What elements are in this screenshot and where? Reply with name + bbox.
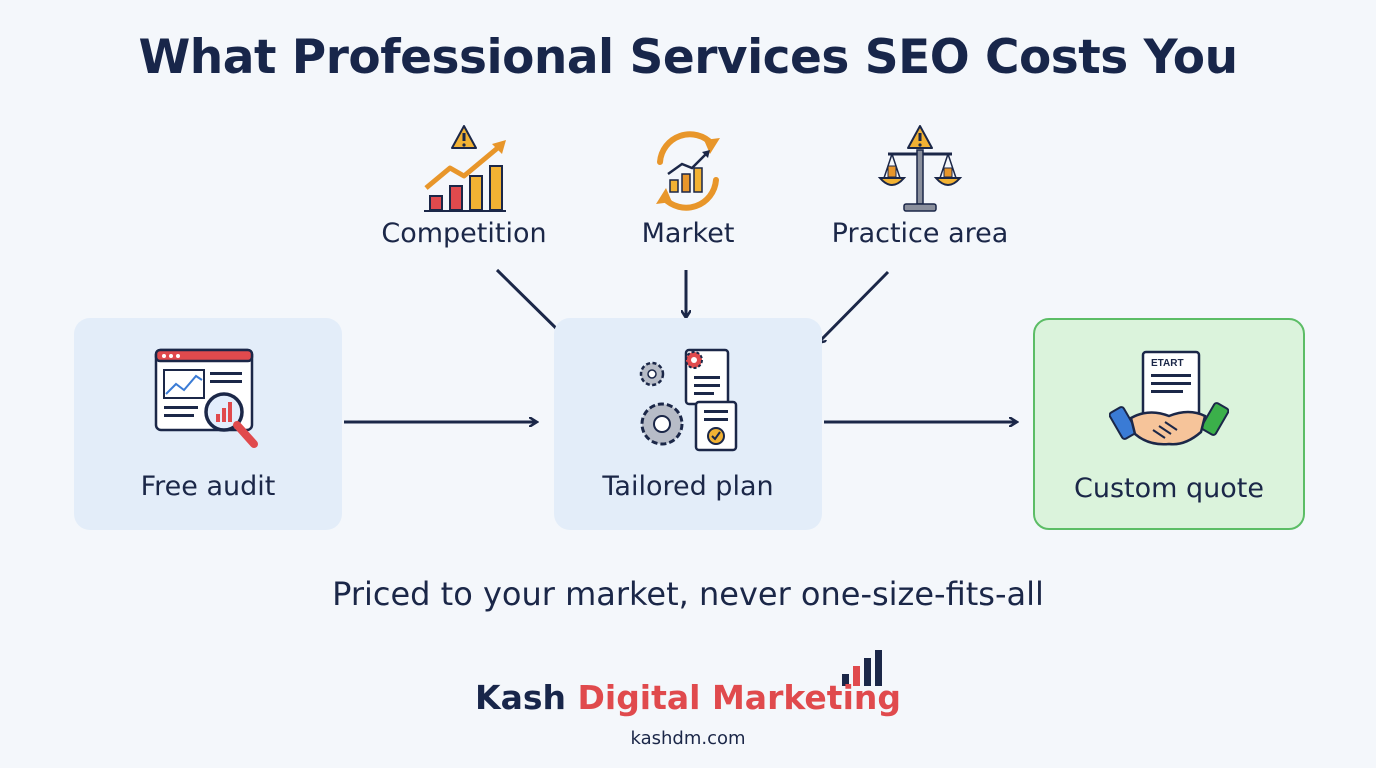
factor-practice-area: Practice area — [800, 122, 1040, 249]
factor-label: Practice area — [831, 218, 1009, 249]
signal-bars-icon — [842, 650, 882, 686]
factor-market: Market — [568, 122, 808, 249]
brand-logo: Kash Digital Marketing — [0, 678, 1376, 717]
step-tailored-plan: Tailored plan — [554, 318, 822, 530]
arrow-practice-to-plan — [818, 270, 890, 343]
step-label: Free audit — [140, 471, 276, 502]
factor-label: Market — [641, 218, 735, 249]
gears-documents-icon — [639, 348, 738, 452]
step-custom-quote: ETART Custom quote — [1033, 318, 1305, 530]
warning-scales-icon — [877, 125, 963, 212]
cycle-growth-chart-icon — [656, 131, 720, 211]
contract-text: ETART — [1151, 358, 1184, 369]
factor-label: Competition — [381, 218, 547, 249]
brand-name-part1: Kash — [475, 678, 566, 717]
step-label: Tailored plan — [602, 471, 774, 502]
step-label: Custom quote — [1074, 473, 1264, 504]
browser-magnifier-chart-icon — [154, 348, 258, 448]
step-free-audit: Free audit — [74, 318, 342, 530]
tagline: Priced to your market, never one-size-fi… — [332, 575, 1044, 613]
page-title: What Professional Services SEO Costs You — [138, 30, 1238, 85]
handshake-contract-icon: ETART — [1109, 350, 1229, 446]
brand-url: kashdm.com — [630, 728, 746, 749]
factor-competition: Competition — [344, 122, 584, 249]
warning-growth-chart-icon — [424, 125, 506, 212]
brand-name-part2: Digital Marketing — [577, 678, 901, 717]
